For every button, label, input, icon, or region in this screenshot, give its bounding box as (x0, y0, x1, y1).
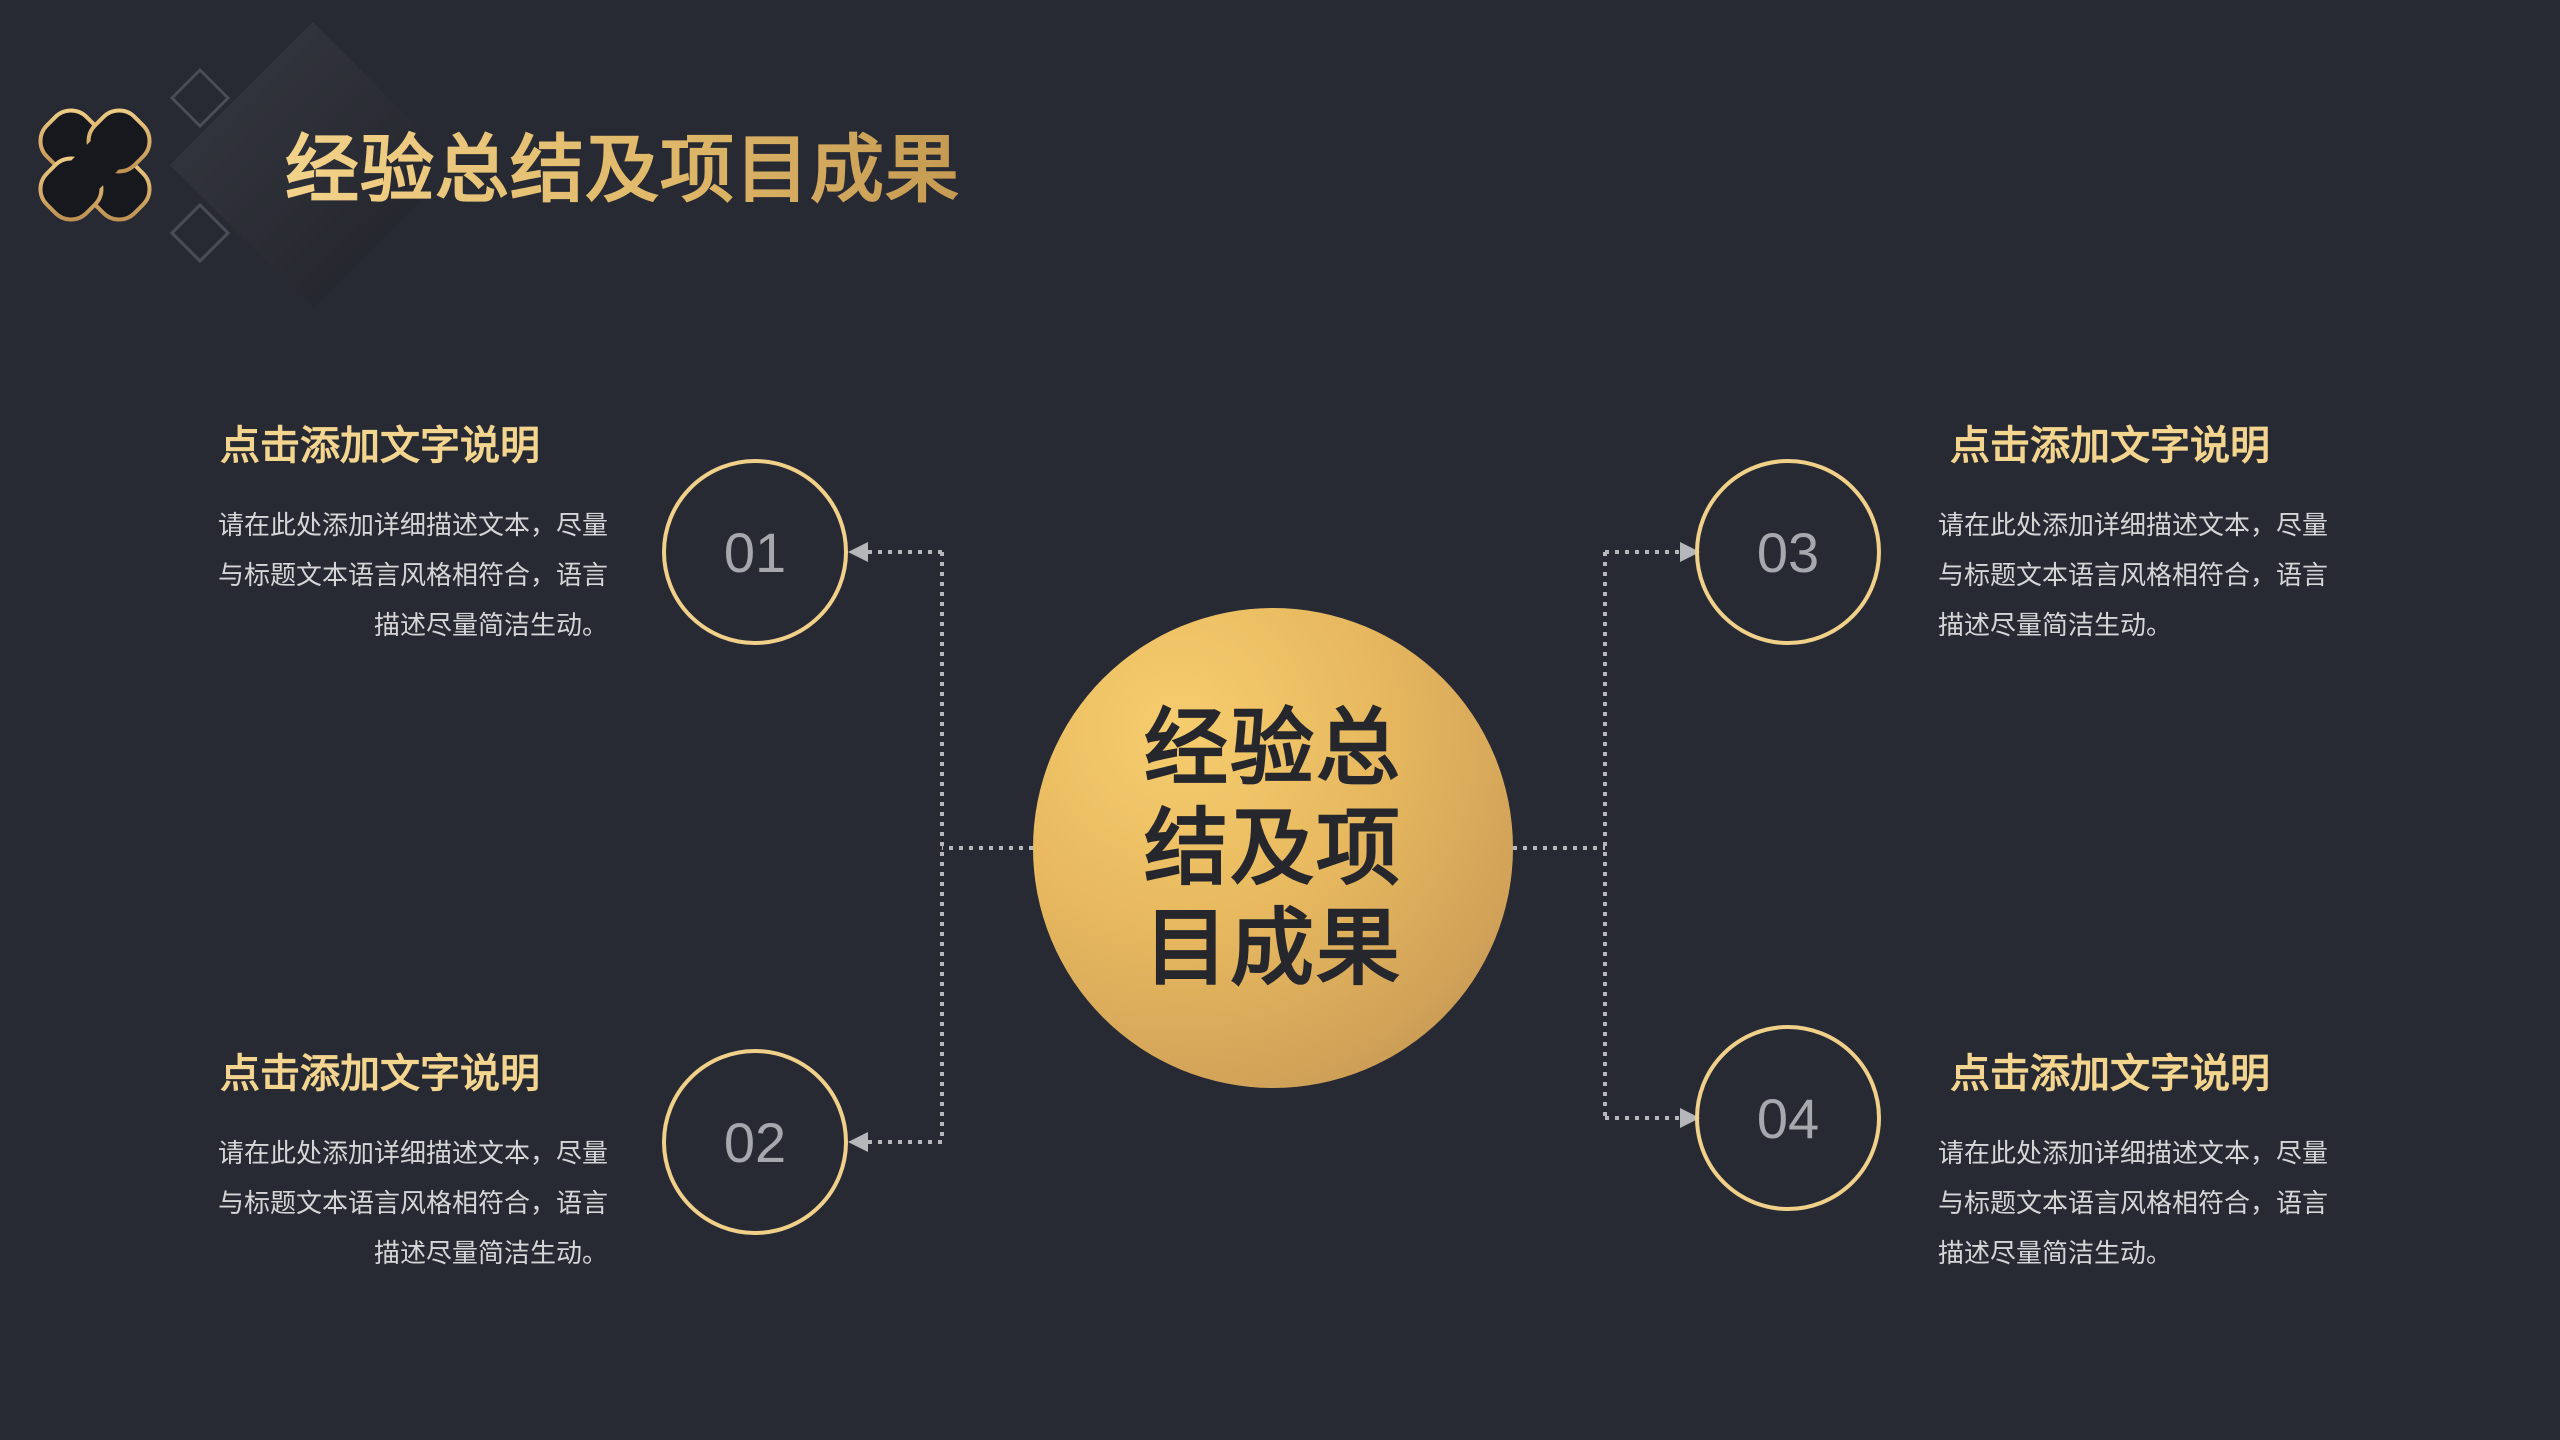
item-desc-line: 请在此处添加详细描述文本，尽量 (217, 1139, 608, 1169)
item-desc-line: 请在此处添加详细描述文本，尽量 (217, 511, 608, 541)
item-desc-line: 与标题文本语言风格相符合，语言 (217, 1189, 608, 1219)
item-desc-line: 描述尽量简洁生动。 (373, 1239, 608, 1269)
page-title: 经验总结及项目成果 (285, 110, 960, 230)
center-title-line: 结及项 (1143, 799, 1402, 897)
gold-quatrefoil-diamond-icon (38, 22, 420, 308)
center-circle: 经验总 结及项 目成果 (1033, 608, 1513, 1088)
center-title: 经验总 结及项 目成果 (1133, 698, 1413, 998)
item-desc-line: 与标题文本语言风格相符合，语言 (1938, 1189, 2329, 1219)
number-circle-01: 01 (662, 459, 848, 645)
number-circle-04: 04 (1695, 1025, 1881, 1211)
item-desc-line: 与标题文本语言风格相符合，语言 (1938, 561, 2329, 591)
item-title-03[interactable]: 点击添加文字说明 (1950, 423, 2270, 469)
item-desc-line: 描述尽量简洁生动。 (373, 611, 608, 641)
item-title-04[interactable]: 点击添加文字说明 (1950, 1051, 2270, 1097)
number-circle-03: 03 (1695, 459, 1881, 645)
item-title-02[interactable]: 点击添加文字说明 (220, 1051, 540, 1097)
item-title-01[interactable]: 点击添加文字说明 (220, 423, 540, 469)
item-desc-line: 请在此处添加详细描述文本，尽量 (1938, 1139, 2329, 1169)
center-title-line: 经验总 (1143, 699, 1402, 797)
item-desc-line: 请在此处添加详细描述文本，尽量 (1938, 511, 2329, 541)
number-circle-02: 02 (662, 1049, 848, 1235)
center-title-line: 目成果 (1143, 899, 1402, 997)
item-desc-line: 描述尽量简洁生动。 (1938, 1239, 2173, 1269)
item-desc-03[interactable]: 请在此处添加详细描述文本，尽量 与标题文本语言风格相符合，语言 描述尽量简洁生动… (1938, 501, 2358, 651)
item-desc-line: 描述尽量简洁生动。 (1938, 611, 2173, 641)
item-desc-01[interactable]: 请在此处添加详细描述文本，尽量 与标题文本语言风格相符合，语言 描述尽量简洁生动… (188, 501, 608, 651)
item-desc-02[interactable]: 请在此处添加详细描述文本，尽量 与标题文本语言风格相符合，语言 描述尽量简洁生动… (188, 1129, 608, 1279)
item-desc-line: 与标题文本语言风格相符合，语言 (217, 561, 608, 591)
item-desc-04[interactable]: 请在此处添加详细描述文本，尽量 与标题文本语言风格相符合，语言 描述尽量简洁生动… (1938, 1129, 2358, 1279)
